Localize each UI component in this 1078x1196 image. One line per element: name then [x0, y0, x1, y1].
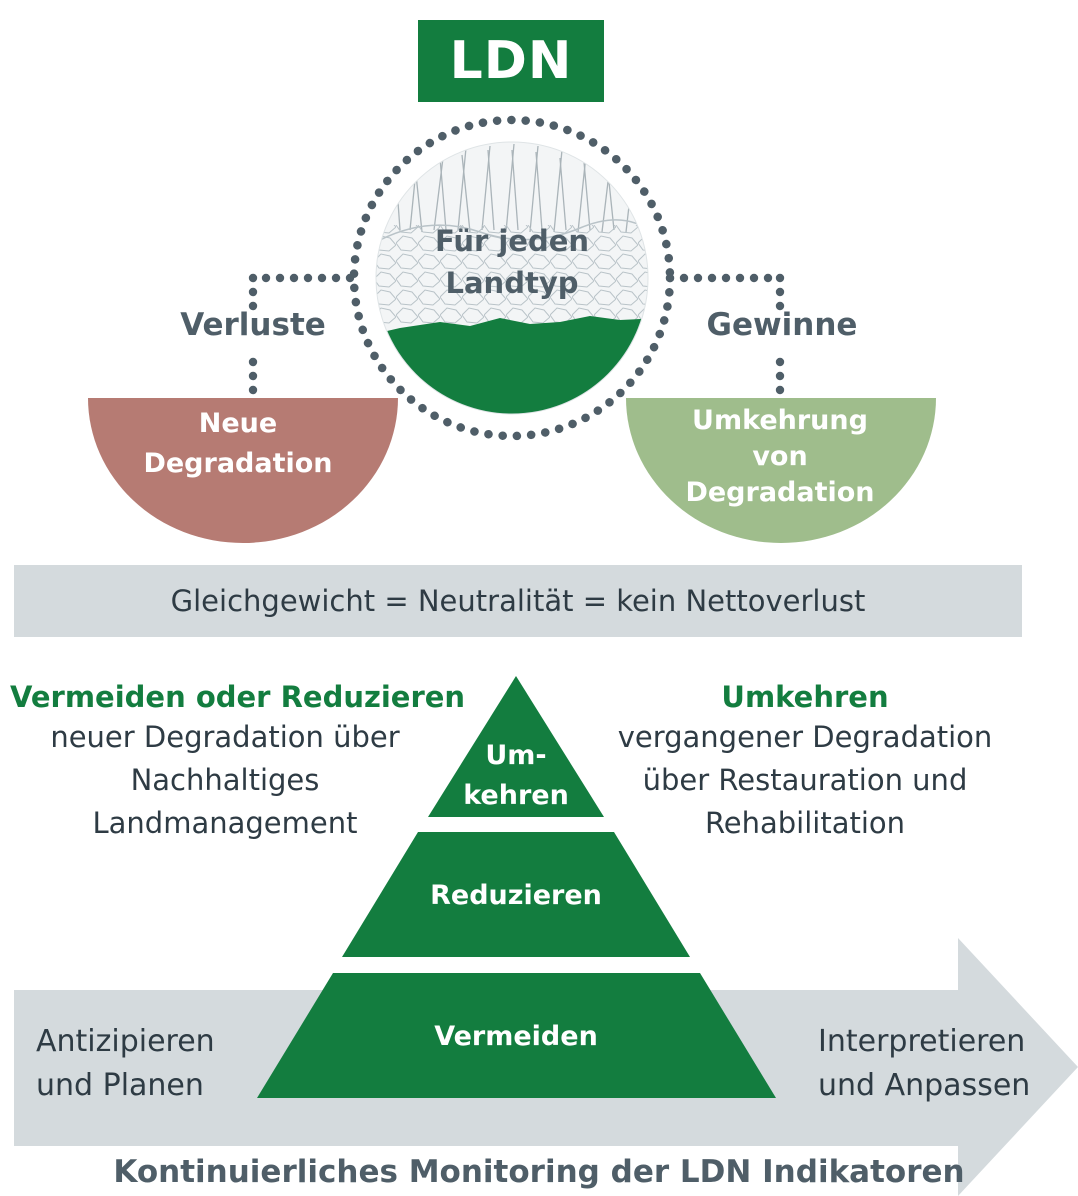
land-type-line: Landtyp [445, 266, 579, 300]
body-line: neuer Degradation über [50, 720, 400, 754]
land-type-line: Für jeden [434, 224, 590, 258]
title-badge: LDN [418, 20, 604, 102]
pyramid-middle [342, 832, 690, 957]
anticipate-plan-text: Antizipieren und Planen [36, 1020, 215, 1108]
reverse-text: vergangener Degradation über Restauratio… [600, 716, 1010, 845]
arrow-line: Interpretieren [818, 1024, 1026, 1059]
avoid-reduce-text: neuer Degradation über Nachhaltiges Land… [10, 716, 440, 845]
bowl-line: Degradation [143, 448, 333, 479]
body-line: Rehabilitation [704, 806, 906, 840]
left-connector [248, 273, 355, 395]
new-degradation-label: Neue Degradation [118, 404, 358, 484]
reverse-heading: Umkehren [721, 680, 889, 714]
arrow-line: und Planen [36, 1068, 204, 1103]
body-line: Landmanagement [92, 806, 358, 840]
pyramid-bottom [257, 973, 776, 1098]
bowl-line: Neue [198, 408, 278, 439]
gains-label: Gewinne [706, 307, 858, 343]
pyramid-top [428, 676, 604, 817]
losses-label: Verluste [180, 307, 326, 343]
pyramid-line: Um- [485, 740, 547, 771]
pyramid-middle-label: Reduzieren [430, 880, 602, 911]
monitoring-label: Kontinuierliches Monitoring der LDN Indi… [113, 1154, 965, 1190]
body-line: Nachhaltiges [130, 763, 320, 797]
avoid-reduce-heading: Vermeiden oder Reduzieren [10, 680, 466, 714]
body-line: über Restauration und [642, 763, 968, 797]
dotted-ring [349, 115, 675, 441]
avoid-reduce-block: Vermeiden oder Reduzieren neuer Degradat… [10, 680, 466, 845]
gain-bowl [626, 398, 936, 543]
arrow-line: Antizipieren [36, 1024, 215, 1059]
pyramid-line: kehren [463, 780, 569, 811]
reverse-block: Umkehren vergangener Degradation über Re… [600, 680, 1010, 845]
land-type-label: Für jeden Landtyp [412, 220, 612, 304]
pyramid-top-label: Um- kehren [436, 736, 596, 816]
bowl-line: Umkehrung [692, 405, 868, 436]
interpret-adapt-text: Interpretieren und Anpassen [818, 1020, 1030, 1108]
bowl-line: von [752, 441, 808, 472]
reversal-label: Umkehrung von Degradation [660, 403, 900, 511]
bowl-line: Degradation [685, 477, 875, 508]
balance-band: Gleichgewicht = Neutralität = kein Netto… [14, 565, 1022, 637]
loss-bowl [88, 398, 398, 543]
pyramid-bottom-label: Vermeiden [434, 1021, 598, 1052]
body-line: vergangener Degradation [617, 720, 993, 754]
right-connector [679, 273, 785, 395]
arrow-line: und Anpassen [818, 1068, 1031, 1103]
